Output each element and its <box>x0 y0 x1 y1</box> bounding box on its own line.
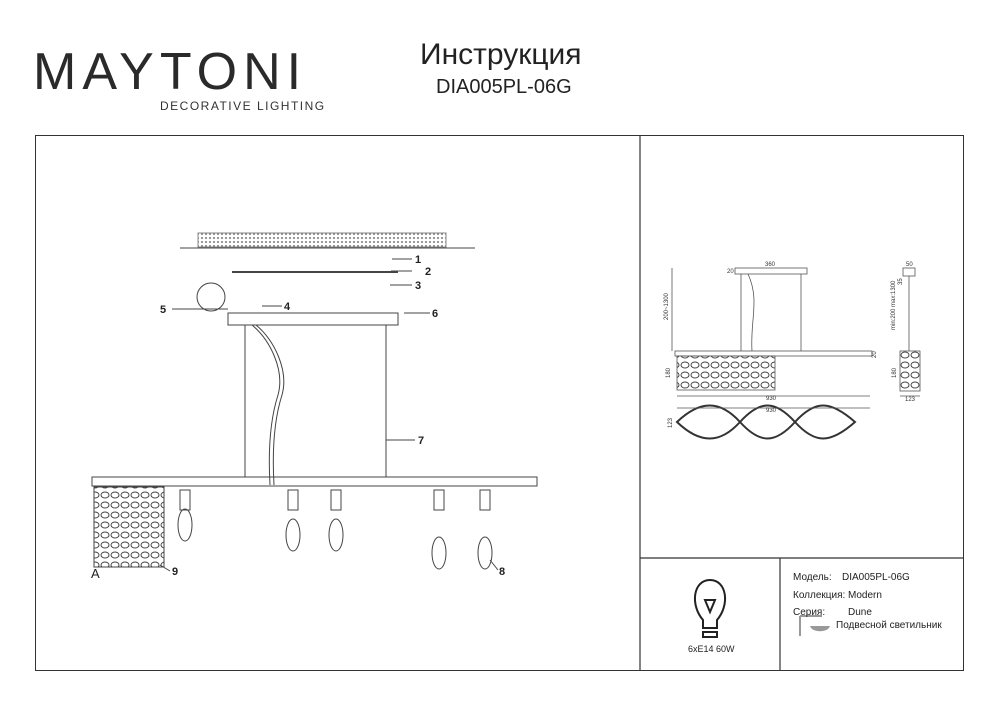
dim-side-height: 180 <box>892 367 898 378</box>
callout-A: A <box>91 566 100 581</box>
callout-5: 5 <box>160 304 166 316</box>
callout-7: 7 <box>418 435 424 447</box>
model-number: DIA005PL-06G <box>436 76 572 98</box>
dim-body-height: 180 <box>666 367 672 378</box>
dim-bar-height: 20 <box>872 351 878 358</box>
series-label: Серия: <box>793 607 825 618</box>
light-bar <box>91 476 538 487</box>
dim-side-depth: 123 <box>905 397 916 403</box>
model-label: Модель: <box>793 572 832 583</box>
brand-tagline: DECORATIVE LIGHTING <box>160 99 326 113</box>
bulb-icon <box>694 578 726 638</box>
dim-side-canopy: 50 <box>906 262 913 268</box>
detail-circle <box>196 282 226 312</box>
callout-1: 1 <box>415 254 421 266</box>
dim-depth: 123 <box>668 417 674 428</box>
main-assembly <box>91 232 538 572</box>
lamp-spec: 6xE14 60W <box>688 644 735 654</box>
type-value: Подвесной светильник <box>836 620 942 631</box>
dim-suspension: 200~1300 <box>664 292 670 320</box>
series-value: Dune <box>848 607 872 618</box>
dim-length-top: 930 <box>766 408 777 414</box>
callout-2: 2 <box>425 266 431 278</box>
drawing-frame <box>35 135 964 671</box>
canopy <box>227 312 399 326</box>
collection-label: Коллекция: <box>793 590 845 601</box>
callout-4: 4 <box>284 301 291 313</box>
pendant-icon <box>799 615 830 636</box>
brand-logo: MAYTONI <box>33 43 308 101</box>
dim-length: 930 <box>766 396 777 402</box>
dim-side-canopy-h: 35 <box>898 278 904 285</box>
dim-canopy-height: 20 <box>727 269 734 275</box>
bulbs <box>177 489 493 570</box>
crystal-panel <box>93 486 165 568</box>
collection-value: Modern <box>848 590 882 601</box>
ceiling <box>197 232 447 248</box>
page-title: Инструкция <box>420 38 582 71</box>
dim-canopy-width: 360 <box>765 262 776 268</box>
dim-side-suspension: min:200 max:1300 <box>891 280 897 330</box>
callout-6: 6 <box>432 308 438 320</box>
power-cord <box>251 324 281 486</box>
model-value: DIA005PL-06G <box>842 572 910 583</box>
dimension-drawing <box>671 267 921 440</box>
callout-8: 8 <box>499 566 505 578</box>
callout-9: 9 <box>172 566 178 578</box>
callout-3: 3 <box>415 280 421 292</box>
